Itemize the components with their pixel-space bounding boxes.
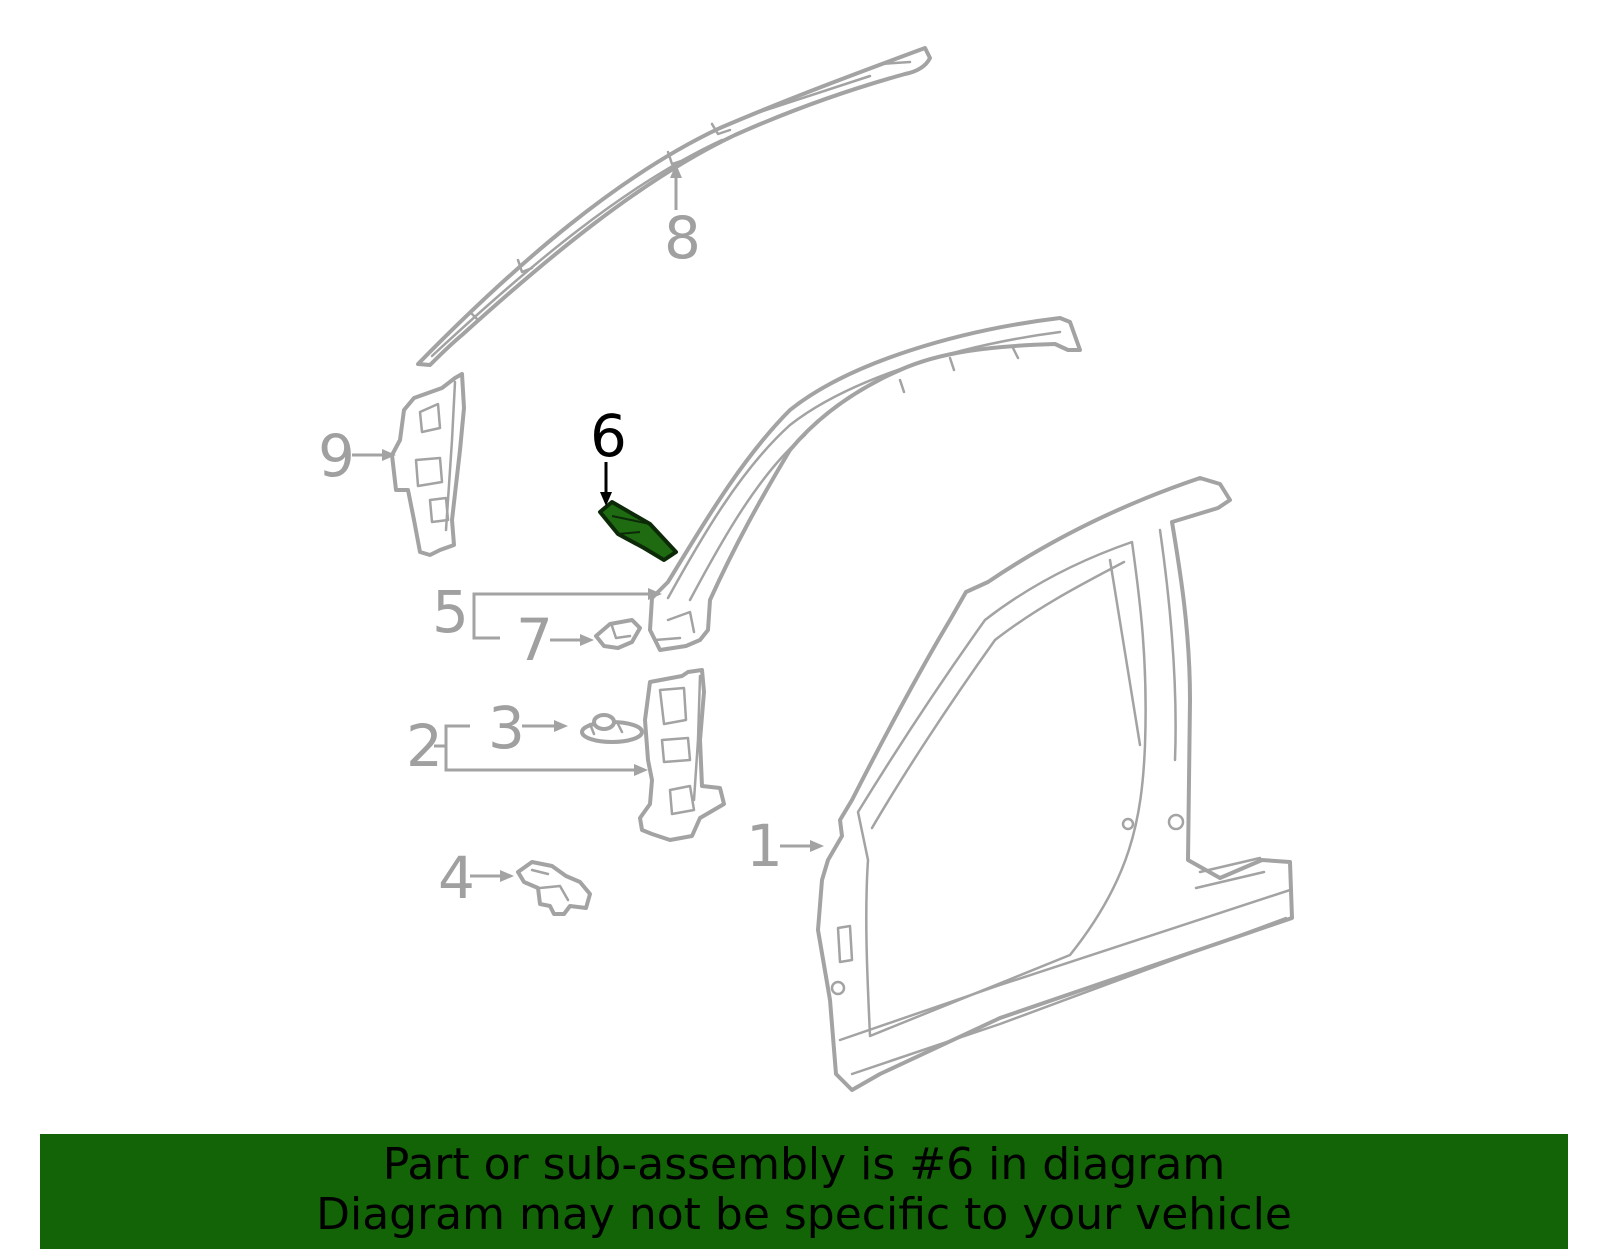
callout-8-leader (670, 164, 682, 210)
callout-8: 8 (664, 204, 701, 272)
callout-3-leader (522, 720, 568, 732)
part-6-reinforcement-highlighted[interactable] (598, 500, 678, 562)
callout-6: 6 (590, 402, 627, 470)
callout-7: 7 (516, 606, 553, 674)
part-5-pillar-inner[interactable] (648, 316, 1082, 652)
callout-2: 2 (406, 712, 443, 780)
banner-line-1: Part or sub-assembly is #6 in diagram (382, 1139, 1226, 1190)
callout-9-leader (352, 449, 396, 461)
callout-5: 5 (432, 578, 469, 646)
parts-diagram: 8 9 6 5 7 3 2 4 1 (318, 46, 1294, 1092)
callout-5-leader (472, 588, 662, 640)
info-banner: Part or sub-assembly is #6 in diagram Di… (40, 1134, 1568, 1249)
part-9-bracket[interactable] (390, 372, 466, 557)
callout-2-leader (434, 724, 648, 776)
part-2-lower-reinforcement[interactable] (638, 668, 726, 842)
part-4-hinge-bracket[interactable] (516, 860, 592, 916)
callout-3: 3 (488, 694, 525, 762)
callout-6-leader (600, 462, 612, 506)
callout-1: 1 (746, 812, 783, 880)
part-7-clip[interactable] (594, 618, 642, 650)
callout-7-leader (550, 634, 594, 646)
part-8-roof-rail[interactable] (416, 46, 932, 367)
part-1-side-outer-panel[interactable] (816, 476, 1294, 1092)
banner-line-2: Diagram may not be specific to your vehi… (316, 1189, 1292, 1240)
callout-4-leader (470, 870, 514, 882)
callout-1-leader (780, 840, 824, 852)
part-3-grommet[interactable] (580, 713, 644, 744)
callout-9: 9 (318, 422, 355, 490)
callout-4: 4 (438, 844, 475, 912)
